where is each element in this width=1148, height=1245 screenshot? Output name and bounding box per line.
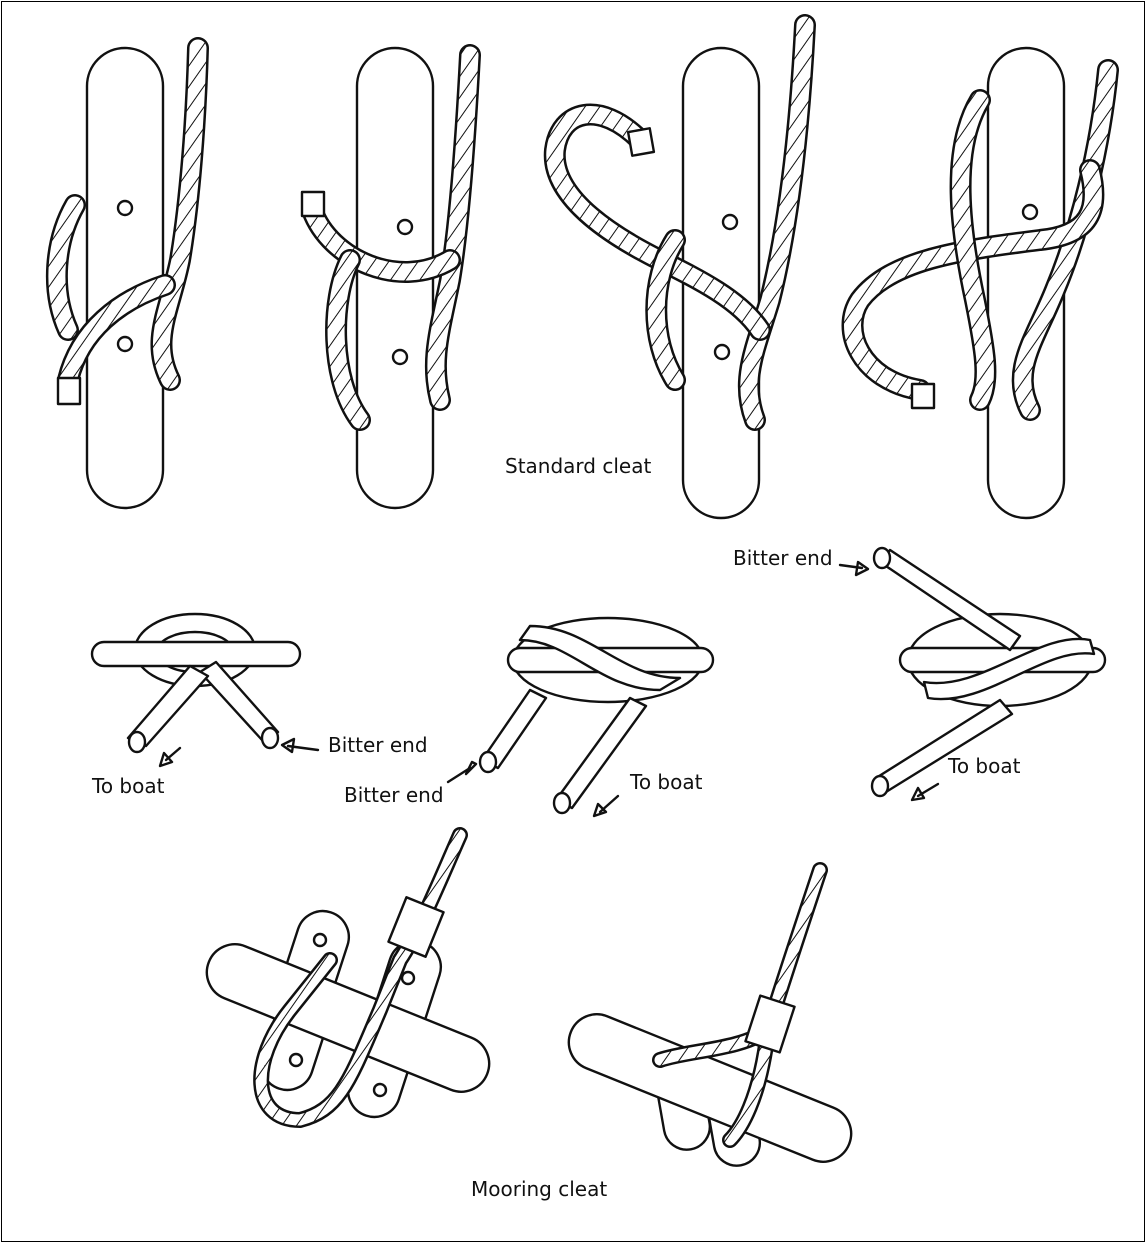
rope-end bbox=[58, 378, 80, 404]
standard-cleat-step-2 bbox=[302, 48, 470, 508]
rope-strand bbox=[876, 700, 1012, 792]
standard-cleat-caption: Standard cleat bbox=[505, 456, 651, 476]
arrowhead bbox=[912, 788, 924, 800]
arrowhead bbox=[466, 762, 476, 774]
rope-end bbox=[874, 548, 890, 568]
rope-end bbox=[129, 732, 145, 752]
arrowhead bbox=[594, 804, 606, 816]
rope-end bbox=[262, 728, 278, 748]
rope-end bbox=[480, 752, 496, 772]
rope-end bbox=[912, 384, 934, 408]
to-boat-label-2: To boat bbox=[630, 772, 702, 792]
mooring-cleat-left bbox=[198, 835, 497, 1124]
standard-cleat-step-4 bbox=[853, 48, 1109, 518]
hitch-step-1 bbox=[92, 614, 318, 766]
cleat-horn bbox=[92, 642, 300, 666]
bitter-end-label-2: Bitter end bbox=[344, 785, 444, 805]
rope-end bbox=[872, 776, 888, 796]
cleat-body bbox=[87, 48, 163, 508]
to-boat-label-1: To boat bbox=[92, 776, 164, 796]
cleat-bar bbox=[560, 1006, 859, 1170]
bitter-end-label-3: Bitter end bbox=[733, 548, 833, 568]
bitter-end-label-1: Bitter end bbox=[328, 735, 428, 755]
standard-cleat-step-3 bbox=[555, 25, 805, 518]
rope-texture bbox=[161, 48, 198, 380]
mooring-cleat-right bbox=[560, 870, 859, 1170]
rope-end bbox=[302, 192, 324, 216]
standard-cleat-step-1 bbox=[57, 48, 198, 508]
rope-texture bbox=[436, 55, 470, 400]
rope-end bbox=[554, 793, 570, 813]
arrow bbox=[840, 565, 862, 568]
mooring-cleat-caption: Mooring cleat bbox=[471, 1179, 607, 1199]
splice-whipping bbox=[745, 996, 794, 1053]
to-boat-label-3: To boat bbox=[948, 756, 1020, 776]
rope-end bbox=[628, 128, 654, 155]
